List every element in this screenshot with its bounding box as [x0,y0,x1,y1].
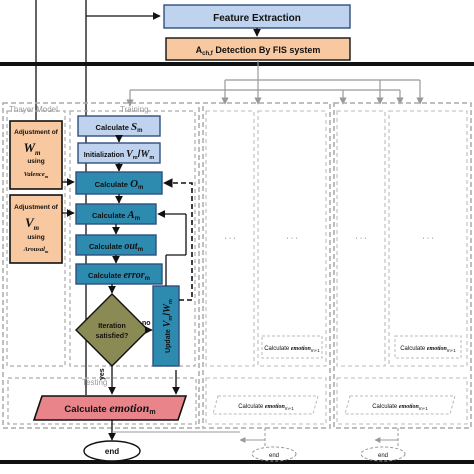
calc-s-label: Calculate Sm [96,121,143,134]
feature-extraction-label: Feature Extraction [213,13,301,24]
init-label: Initialization Vm/Wm [84,149,155,161]
ghost-end-label-1: end [269,453,279,459]
ghost-calc-emotion-1-label: Calculate emotionm+1 [264,346,320,353]
testing-container [7,377,197,425]
ghost-end-label-2: end [378,453,388,459]
adjust-v-box [9,194,63,264]
yes-label: yes [99,368,106,380]
adjust-w-line4: Valencem [24,171,49,179]
ghost-calc-emotion-2 [394,335,462,359]
ellipsis-2: · · · [287,235,298,242]
ghost-container-2 [333,102,472,429]
calc-error-box [75,263,163,285]
ghost-testing-2 [336,377,468,425]
thayer-model-label: Thayer Model [9,105,58,114]
adjust-w-variable: Wm [23,140,41,157]
no-label: no [142,320,151,327]
testing-label: Testing [82,378,107,387]
training-label: Training [120,105,149,114]
main-process-container [2,102,200,429]
iteration-decision-diamond [75,293,149,367]
calc-a-label: Calculate Am [92,209,140,222]
training-container [69,110,196,367]
decision-line2: satisfied? [96,333,129,340]
bottom-divider-bar [0,460,474,464]
ghost-end-oval-1 [251,446,297,462]
thayer-model-container [6,110,66,367]
adjust-v-line4: Arousalm [23,246,49,254]
update-dashed-loop-to-o-arrow [163,178,193,301]
ghost-training-1 [257,110,327,367]
update-label: Update Vm/Wm [162,299,174,353]
top-divider-bar [0,62,474,66]
adjust-w-line1: Adjustment of [14,129,59,136]
ghost-thayer-1 [205,110,255,367]
ghost-calc-emotion-2-label: Calculate emotionm+1 [400,346,456,353]
adjust-w-box [9,120,63,190]
ghost-bottom-calc-2-label: Calculate emotionm+1 [372,404,428,411]
ellipsis-3: · · · [356,235,367,242]
end-label: end [105,447,119,456]
end-oval [83,440,141,462]
ellipsis-1: · · · [225,235,236,242]
adjust-v-variable: Vm [25,215,40,232]
ghost-bottom-calc-2 [344,395,456,415]
calc-emotion-box [32,395,188,421]
ellipsis-4: · · · [423,235,434,242]
decision-line1: Iteration [98,323,126,330]
calc-error-label: Calculate errorm [88,270,150,282]
ghost-training-2 [388,110,468,367]
adjust-v-line1: Adjustment of [14,204,59,211]
ghost-end-oval-2 [360,446,406,462]
adjust-w-line3: using [27,158,44,165]
calc-o-label: Calculate Om [95,178,144,191]
update-box [152,285,180,367]
ghost-bottom-calc-1-label: Calculate emotionm+1 [238,404,294,411]
detection-fis-label: Ach,f Detection By FIS system [196,45,321,57]
ghost-calc-emotion-1 [261,335,323,359]
calc-emotion-label: Calculate emotionm [64,401,155,416]
adjust-v-line3: using [27,234,44,241]
ghost-bottom-calc-1 [212,395,319,415]
ghost-thayer-2 [336,110,386,367]
calc-out-label: Calculate outm [89,241,143,253]
ghost-container-1 [202,102,331,429]
ghost-testing-1 [205,377,327,425]
